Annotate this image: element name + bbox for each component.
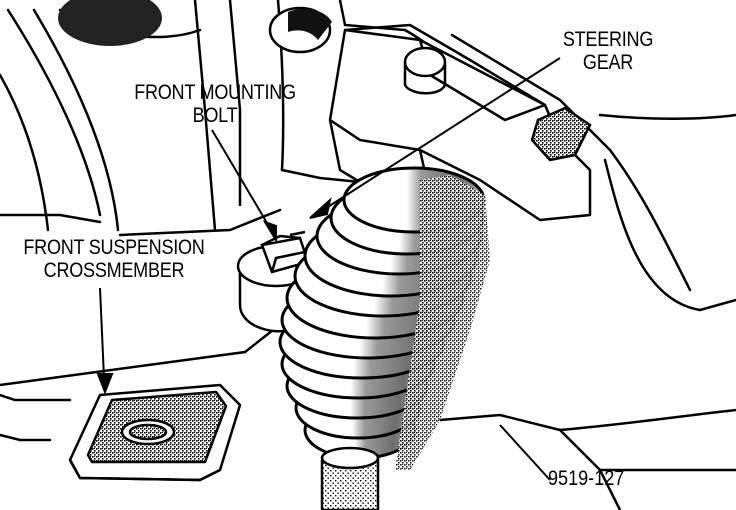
steering-gear-label: STEERING GEAR [562, 28, 654, 74]
front-mounting-bolt-label: FRONT MOUNTING BOLT [134, 81, 296, 127]
steering-gear-housing [328, 23, 592, 222]
steering-boot [278, 166, 490, 470]
figure-number: 9519-127 [548, 467, 625, 490]
front-suspension-crossmember-label: FRONT SUSPENSION CROSSMEMBER [23, 236, 205, 282]
crossmember-pad [68, 383, 242, 482]
leader-lines [96, 57, 561, 481]
tie-rod [320, 446, 380, 510]
